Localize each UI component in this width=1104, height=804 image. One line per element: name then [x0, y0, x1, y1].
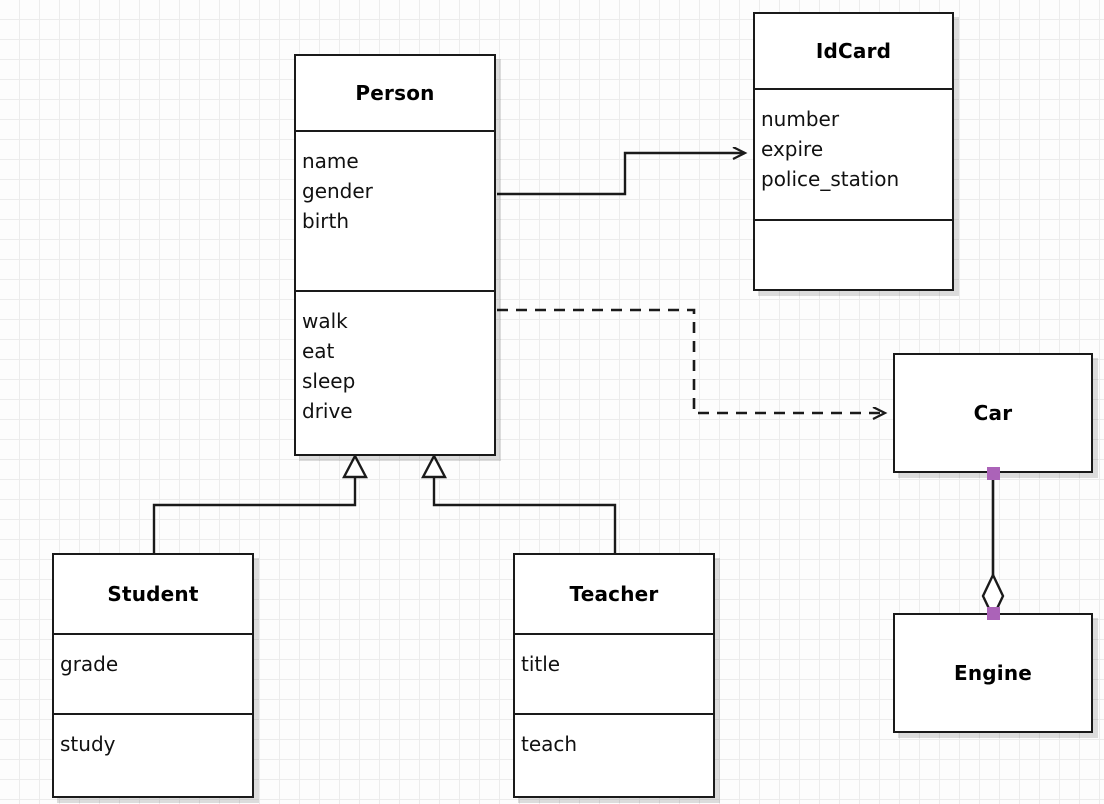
attribute-item: birth: [302, 209, 349, 233]
method-item: drive: [302, 399, 353, 423]
connector-handle-source[interactable]: [987, 467, 1000, 480]
class-title-student: Student: [107, 582, 199, 606]
class-title-person: Person: [355, 81, 435, 105]
connector-student-person[interactable]: [152, 453, 368, 553]
connector-car-engine[interactable]: [981, 474, 1005, 620]
class-methods-student: study: [54, 713, 252, 798]
method-item: teach: [521, 732, 578, 756]
class-box-idcard[interactable]: IdCard number expire police_station: [753, 12, 954, 291]
class-title-teacher: Teacher: [569, 582, 659, 606]
attribute-item: police_station: [761, 167, 900, 191]
class-title-idcard: IdCard: [815, 39, 892, 63]
method-item: walk: [302, 309, 348, 333]
attribute-item: gender: [302, 179, 373, 203]
class-box-engine[interactable]: Engine: [893, 613, 1093, 733]
method-item: sleep: [302, 369, 356, 393]
connector-teacher-person[interactable]: [421, 453, 617, 553]
class-title-car: Car: [973, 401, 1013, 425]
class-attributes-person: name gender birth: [296, 130, 494, 290]
attribute-item: title: [521, 652, 561, 676]
attribute-item: grade: [60, 652, 119, 676]
attribute-item: number: [761, 107, 840, 131]
class-methods-teacher: teach: [515, 713, 713, 798]
connector-person-car[interactable]: [497, 308, 885, 413]
class-methods-person: walk eat sleep drive: [296, 290, 494, 454]
class-title-engine: Engine: [953, 661, 1033, 685]
class-methods-idcard: [755, 219, 952, 289]
method-item: eat: [302, 339, 335, 363]
hollow-triangle-icon: [421, 453, 447, 479]
connector-handle-target[interactable]: [987, 607, 1000, 620]
class-box-student[interactable]: Student grade study: [52, 553, 254, 798]
attribute-item: name: [302, 149, 359, 173]
attribute-item: expire: [761, 137, 824, 161]
method-item: study: [60, 732, 116, 756]
class-attributes-student: grade: [54, 633, 252, 713]
class-box-teacher[interactable]: Teacher title teach: [513, 553, 715, 798]
hollow-triangle-icon: [342, 453, 368, 479]
class-box-car[interactable]: Car: [893, 353, 1093, 473]
class-attributes-teacher: title: [515, 633, 713, 713]
class-attributes-idcard: number expire police_station: [755, 88, 952, 219]
class-box-person[interactable]: Person name gender birth walk eat sleep …: [294, 54, 496, 456]
connector-person-idcard[interactable]: [497, 153, 745, 196]
